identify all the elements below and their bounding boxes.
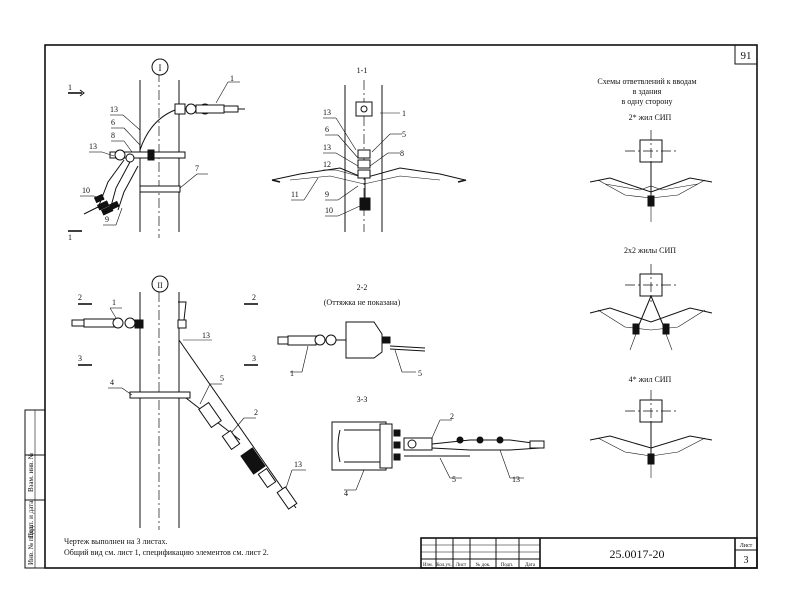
callout-5-ii: 5	[220, 374, 224, 383]
callout-10: 10	[82, 186, 90, 195]
view-ii: II 2 2 3 3 1 13 4 5	[71, 275, 306, 530]
scheme-1-title: 2* жил СИП	[629, 113, 672, 122]
callout-1: 1	[230, 74, 234, 83]
section-2-2-title: 2-2	[357, 283, 368, 292]
sheet-number: 3	[744, 555, 749, 566]
stamp-replace-label: Взам. инв. №	[27, 452, 35, 492]
schemes-title-line3: в одну сторону	[621, 97, 672, 106]
section-mark-2-right: 2	[252, 293, 256, 302]
stamp-sign-label: Подп. и дата	[27, 500, 35, 538]
note-line-2: Общий вид см. лист 1, спецификацию элеме…	[64, 548, 269, 557]
callout-13b: 13	[89, 142, 97, 151]
callout-4-33: 4	[344, 489, 348, 498]
callout-5-22: 5	[418, 369, 422, 378]
section-1-1: 1-1 1 13 5 6 13 8 12	[271, 66, 467, 232]
section-2-2: 2-2 (Оттяжка не показана) 1 5	[277, 283, 426, 378]
sheet-label: Лист	[740, 543, 753, 549]
callout-13-11: 13	[323, 108, 331, 117]
scheme-3-title: 4* жил СИП	[629, 375, 672, 384]
callout-6: 6	[111, 118, 115, 127]
section-3-3-title: 3-3	[357, 395, 368, 404]
callout-13-ii: 13	[202, 331, 210, 340]
view-ii-circle-label: II	[157, 281, 163, 290]
callout-13-33: 13	[512, 475, 520, 484]
callout-13: 13	[110, 105, 118, 114]
view-i-circle-label: I	[159, 63, 162, 73]
callout-13b-ii: 13	[294, 460, 302, 469]
section-mark-1-bottom: 1	[68, 233, 72, 242]
tb-col-list: Лист	[456, 563, 467, 568]
scheme-2-drawing	[589, 264, 713, 351]
callout-13b-11: 13	[323, 143, 331, 152]
callout-4-ii: 4	[110, 378, 114, 387]
scheme-3-drawing	[589, 390, 713, 478]
section-1-1-title: 1-1	[357, 66, 368, 75]
callout-1-ii: 1	[112, 298, 116, 307]
tb-col-ndok: № док.	[476, 562, 491, 568]
schemes-title-line2: в здания	[633, 87, 662, 96]
callout-9: 9	[105, 215, 109, 224]
callout-9-11: 9	[325, 190, 329, 199]
callout-10-11: 10	[325, 206, 333, 215]
scheme-1-drawing	[589, 130, 713, 222]
callout-1-11: 1	[402, 109, 406, 118]
callout-8: 8	[111, 131, 115, 140]
callout-5-11: 5	[402, 130, 406, 139]
stamp-inv-label: Инв. № подл.	[27, 525, 35, 565]
callout-1-22: 1	[290, 369, 294, 378]
callout-7: 7	[195, 164, 199, 173]
section-mark-3-left: 3	[78, 354, 82, 363]
section-2-2-subtitle: (Оттяжка не показана)	[324, 298, 401, 307]
callout-8-11: 8	[400, 149, 404, 158]
note-line-1: Чертеж выполнен на 3 листах.	[64, 537, 167, 546]
section-mark-2-left: 2	[78, 293, 82, 302]
callout-6-11: 6	[325, 125, 329, 134]
callout-2-33: 2	[450, 412, 454, 421]
section-3-3: 3-3 2 4 5 13	[331, 395, 545, 498]
tb-col-izm: Изм.	[423, 563, 433, 568]
callout-12-11: 12	[323, 160, 331, 169]
callout-2-ii: 2	[254, 408, 258, 417]
callout-11-11: 11	[291, 190, 299, 199]
title-block: Изм. Кол.уч. Лист № док. Подп. Дата 25.0…	[420, 537, 758, 569]
callout-5-33: 5	[452, 475, 456, 484]
drawing-designation: 25.0017-20	[610, 547, 665, 561]
sheet-corner-number: 91	[741, 50, 752, 62]
view-i: I 1 1 1 13 6 8 13	[68, 58, 245, 242]
tb-col-koluch: Кол.уч.	[436, 563, 452, 568]
drawing-frame: 91	[44, 44, 758, 569]
section-mark-3-right: 3	[252, 354, 256, 363]
schemes-panel: Схемы ответвлений к вводам в здания в од…	[589, 77, 713, 478]
side-stamp: Инв. № подл. Подп. и дата Взам. инв. №	[24, 409, 46, 569]
notes: Чертеж выполнен на 3 листах. Общий вид с…	[64, 537, 269, 557]
scheme-2-title: 2х2 жилы СИП	[624, 246, 676, 255]
tb-col-data: Дата	[525, 563, 536, 568]
schemes-title-line1: Схемы ответвлений к вводам	[597, 77, 696, 86]
tb-col-podp: Подп.	[501, 563, 513, 568]
section-mark-1-top: 1	[68, 83, 72, 92]
